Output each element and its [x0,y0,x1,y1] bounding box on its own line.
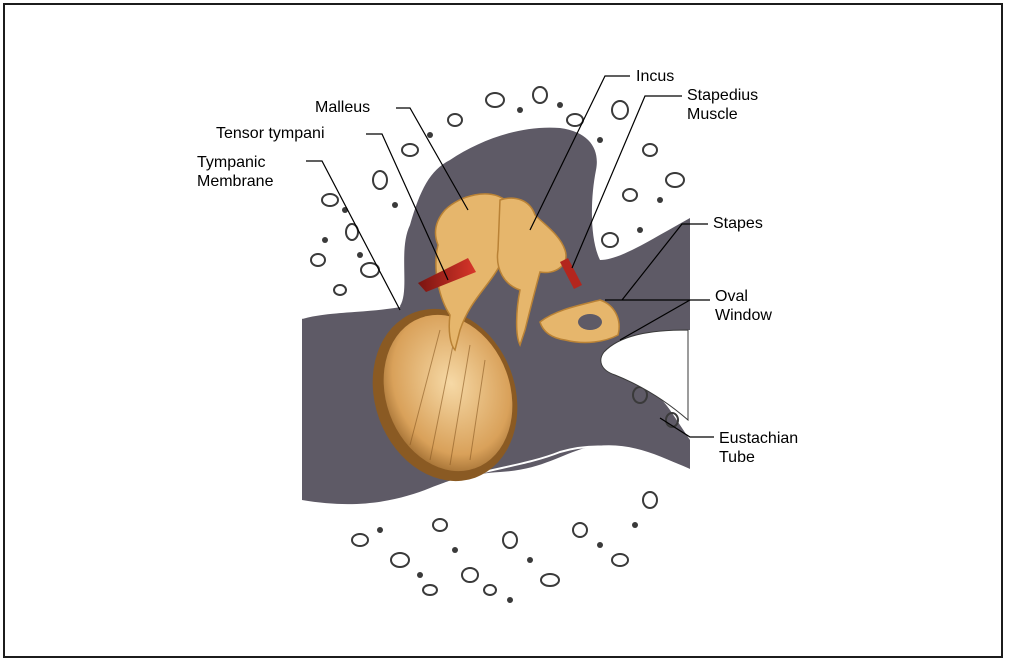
label-eustachian-tube: Eustachian Tube [719,429,798,467]
label-oval-window: Oval Window [715,287,772,325]
label-stapes: Stapes [713,214,763,233]
label-incus: Incus [636,67,674,86]
label-tensor-tympani: Tensor tympani [216,124,325,143]
label-tympanic-membrane: Tympanic Membrane [197,153,273,191]
label-stapedius-muscle: Stapedius Muscle [687,86,758,124]
label-malleus: Malleus [315,98,370,117]
stapes-foramen [578,314,602,330]
